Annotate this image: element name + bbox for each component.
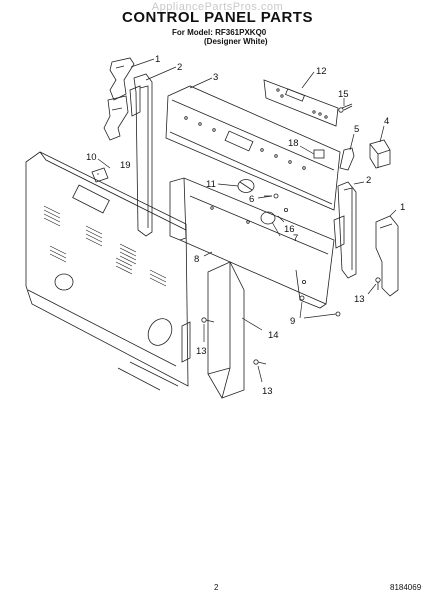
- part-switch: [369, 139, 391, 169]
- part-screw-13-right: [375, 277, 381, 290]
- part-control-panel: [165, 85, 341, 211]
- page-number: 2: [214, 583, 219, 592]
- callout-10: 10: [86, 152, 97, 163]
- part-screw-13-bottom: [253, 359, 267, 365]
- callout-8: 8: [194, 254, 199, 265]
- part-left-bracket: [129, 73, 153, 237]
- callout-3: 3: [213, 72, 218, 83]
- part-clip-19: [91, 167, 109, 183]
- part-left-end-cap: [103, 57, 135, 141]
- callout-2-left: 2: [177, 62, 182, 73]
- part-manifold-panel: [169, 177, 335, 309]
- callout-11: 11: [206, 179, 216, 190]
- callout-7: 7: [293, 233, 298, 244]
- callout-12: 12: [316, 66, 327, 77]
- page-title: CONTROL PANEL PARTS: [122, 9, 313, 26]
- callout-13-left: 13: [196, 346, 207, 357]
- part-rear-console: [25, 151, 189, 391]
- part-switch-bracket: [339, 147, 355, 171]
- variant-line: (Designer White): [204, 37, 268, 46]
- callout-4: 4: [384, 116, 389, 127]
- callout-14: 14: [268, 330, 279, 341]
- callout-5: 5: [354, 124, 359, 135]
- callout-16: 16: [284, 224, 295, 235]
- part-rear-panel: [181, 261, 245, 399]
- callout-2-right: 2: [366, 175, 371, 186]
- part-knob-11: [237, 179, 255, 193]
- callout-13-bottom: 13: [262, 386, 273, 397]
- part-right-end-cap: [375, 215, 399, 297]
- callout-18: 18: [288, 138, 299, 149]
- part-right-bracket: [333, 181, 357, 279]
- callout-labels: 1 2 3 12 15 4 5 18 10 19 2 11 6 1 16 7 8…: [86, 54, 405, 397]
- part-screw-9: [299, 295, 341, 317]
- leader-lines: [97, 58, 397, 383]
- callout-6: 6: [249, 194, 254, 205]
- watermark-text: AppliancePartsPros.com: [151, 1, 284, 13]
- part-screw-15: [338, 103, 353, 113]
- part-knob-16: [260, 207, 288, 225]
- callout-19: 19: [120, 160, 131, 171]
- callout-13-right: 13: [354, 294, 365, 305]
- model-line: For Model: RF361PXKQ0: [172, 28, 267, 37]
- callout-1-left: 1: [155, 54, 160, 65]
- callout-1-right: 1: [400, 202, 405, 213]
- callout-9: 9: [290, 316, 295, 327]
- part-touch-control-board: [263, 79, 339, 127]
- document-number: 8184069: [390, 583, 422, 592]
- part-connector: [313, 149, 325, 159]
- part-screw-13-left: [201, 317, 215, 323]
- callout-15: 15: [338, 89, 349, 100]
